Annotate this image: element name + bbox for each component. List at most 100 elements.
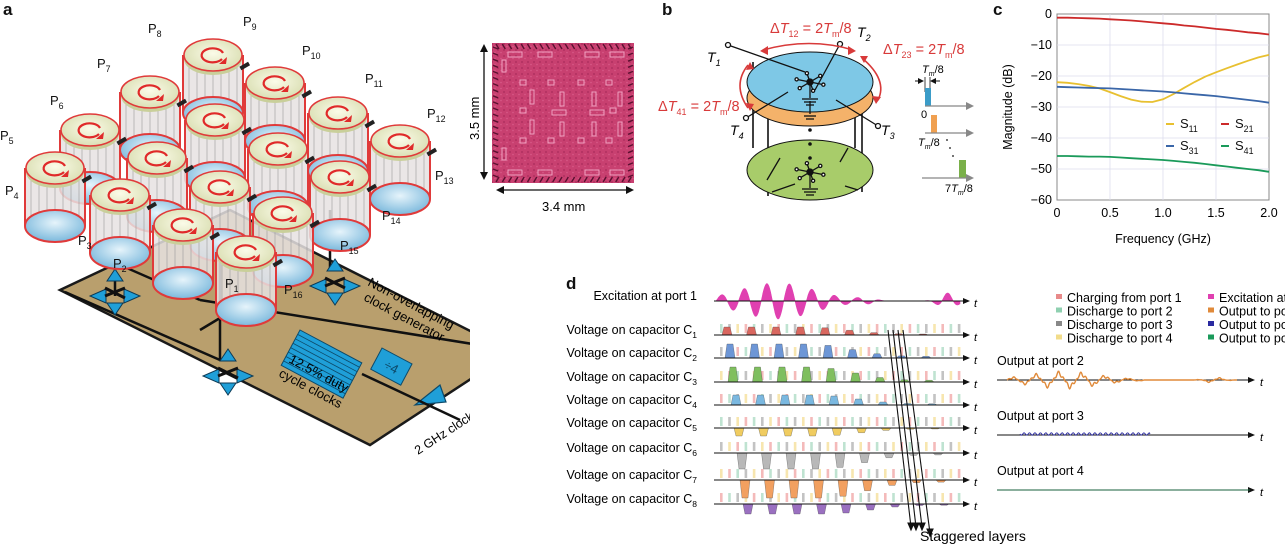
inductor-icon — [239, 61, 251, 71]
clock-phase-bar — [785, 469, 789, 478]
port-label-p7: P7 — [97, 56, 111, 74]
bottom-disc — [89, 236, 151, 270]
capacitor-pulse — [739, 479, 751, 499]
clock-phase-bar — [818, 417, 821, 426]
clock-phase-bar — [925, 394, 928, 403]
clock-phase-bar — [744, 394, 748, 403]
clock-phase-bar — [941, 394, 944, 403]
panel-label-a: a — [3, 0, 13, 19]
clock-phase-bar — [777, 394, 780, 403]
circulation-arrow-icon — [170, 217, 194, 234]
clock-phase-bar — [925, 469, 928, 478]
y-tick-label: 0 — [1045, 7, 1052, 21]
clock-phase-bar — [908, 324, 912, 333]
clock-phase-bar — [933, 324, 936, 333]
clock-phase-bar — [892, 394, 895, 403]
inductor-icon — [116, 136, 128, 146]
capacitor-pulse — [779, 394, 791, 406]
capacitor-pulse — [785, 452, 797, 470]
clock-phase-bar — [793, 324, 797, 333]
axis-arrow-icon — [963, 477, 970, 483]
bottom-disc — [215, 293, 277, 327]
clock-phase-bar — [941, 371, 944, 380]
x-tick-label: 1.0 — [1154, 206, 1171, 220]
stagger-arrow-icon — [907, 522, 915, 532]
clock-phase-bar — [802, 394, 805, 403]
clock-phase-bar — [777, 417, 780, 426]
clock-phase-bar — [769, 417, 772, 426]
clock-phase-bar — [810, 324, 813, 333]
x-axis-label: Frequency (GHz) — [1115, 232, 1211, 246]
legend-label-s41: S41 — [1235, 138, 1254, 156]
y-tick-label: −50 — [1031, 162, 1052, 176]
top-disc — [310, 160, 370, 194]
circulation-arrow-icon — [107, 187, 131, 204]
clock-phase-bar — [933, 394, 936, 403]
output-port3-waveform — [1019, 432, 1151, 436]
top-disc — [185, 103, 245, 137]
clock-phase-bar — [793, 469, 797, 478]
inductor-icon — [209, 231, 221, 241]
clock-generator — [280, 329, 363, 399]
stagger-arrow-icon — [918, 522, 926, 532]
clock-phase-bar — [793, 394, 797, 403]
clock-phase-bar — [900, 324, 903, 333]
capacitor-pulse — [788, 479, 800, 499]
clock-phase-bar — [867, 469, 871, 478]
staggered-layers-label: Staggered layers — [920, 528, 1026, 544]
axis-arrow-icon — [1248, 487, 1255, 493]
clock-phase-bar — [752, 469, 756, 478]
clock-phase-bar — [867, 347, 871, 356]
clock-phase-bar — [818, 442, 821, 451]
legend-swatch — [1056, 307, 1062, 313]
capacitor-pulse — [773, 343, 785, 359]
capacitor-pulse — [813, 479, 824, 499]
resonator-cell — [244, 66, 313, 158]
circulation-arrow-icon — [270, 205, 294, 222]
clock-phase-bar — [752, 442, 756, 451]
row-label: Voltage on capacitor C6 — [566, 441, 697, 458]
inductor-icon — [176, 98, 188, 108]
port-label-p12: P12 — [427, 106, 446, 124]
top-disc — [127, 141, 187, 175]
capacitor-pulse — [865, 503, 876, 511]
clock-phase-bar — [892, 324, 895, 333]
capacitor-pulse — [810, 452, 821, 470]
clock-phase-bar — [744, 442, 748, 451]
clock-phase-bar — [859, 493, 862, 502]
input-buffer-icon — [413, 384, 447, 406]
clock-phase-bar — [736, 493, 739, 502]
clock-phase-bar — [916, 347, 920, 356]
clock-phase-bar — [761, 442, 764, 451]
panel-a-illustration: P1P2P3P4P5P6P7P8P9P10P11P12P13P14P15P16 … — [0, 14, 470, 458]
port-label-p5: P5 — [0, 128, 14, 146]
legend-swatch — [1056, 334, 1062, 340]
capacitor-pulse — [749, 343, 760, 359]
top-disc — [120, 75, 180, 109]
clock-phase-bar — [875, 347, 879, 356]
clock-phase-bar — [834, 469, 838, 478]
clock-phase-bar — [761, 417, 764, 426]
clock-phase-bar — [957, 469, 961, 478]
axis-t-label: t — [974, 402, 978, 414]
capacitor-pulse — [767, 503, 778, 515]
legend-label-s11: S11 — [1180, 116, 1198, 134]
row-label: Voltage on capacitor C2 — [566, 346, 697, 363]
legend-swatch — [1208, 321, 1214, 326]
stagger-line — [897, 329, 923, 528]
clock-phase-bar — [843, 347, 846, 356]
clock-phase-bar — [818, 347, 821, 356]
clock-phase-bar — [949, 442, 953, 451]
stagger-line — [902, 329, 931, 534]
clock-phase-bar — [802, 417, 805, 426]
inductor-icon — [301, 89, 313, 99]
terminal-node-icon — [724, 41, 732, 49]
clock-phase-bar — [916, 371, 920, 380]
clock-phase-bar — [851, 442, 854, 451]
circulation-arrow-icon — [202, 112, 226, 129]
x-tick-label: 2.0 — [1260, 206, 1277, 220]
clock-phase-bar — [851, 417, 854, 426]
clock-phase-bar — [851, 324, 854, 333]
top-disc — [90, 178, 150, 212]
clock-phase-bar — [884, 324, 887, 333]
